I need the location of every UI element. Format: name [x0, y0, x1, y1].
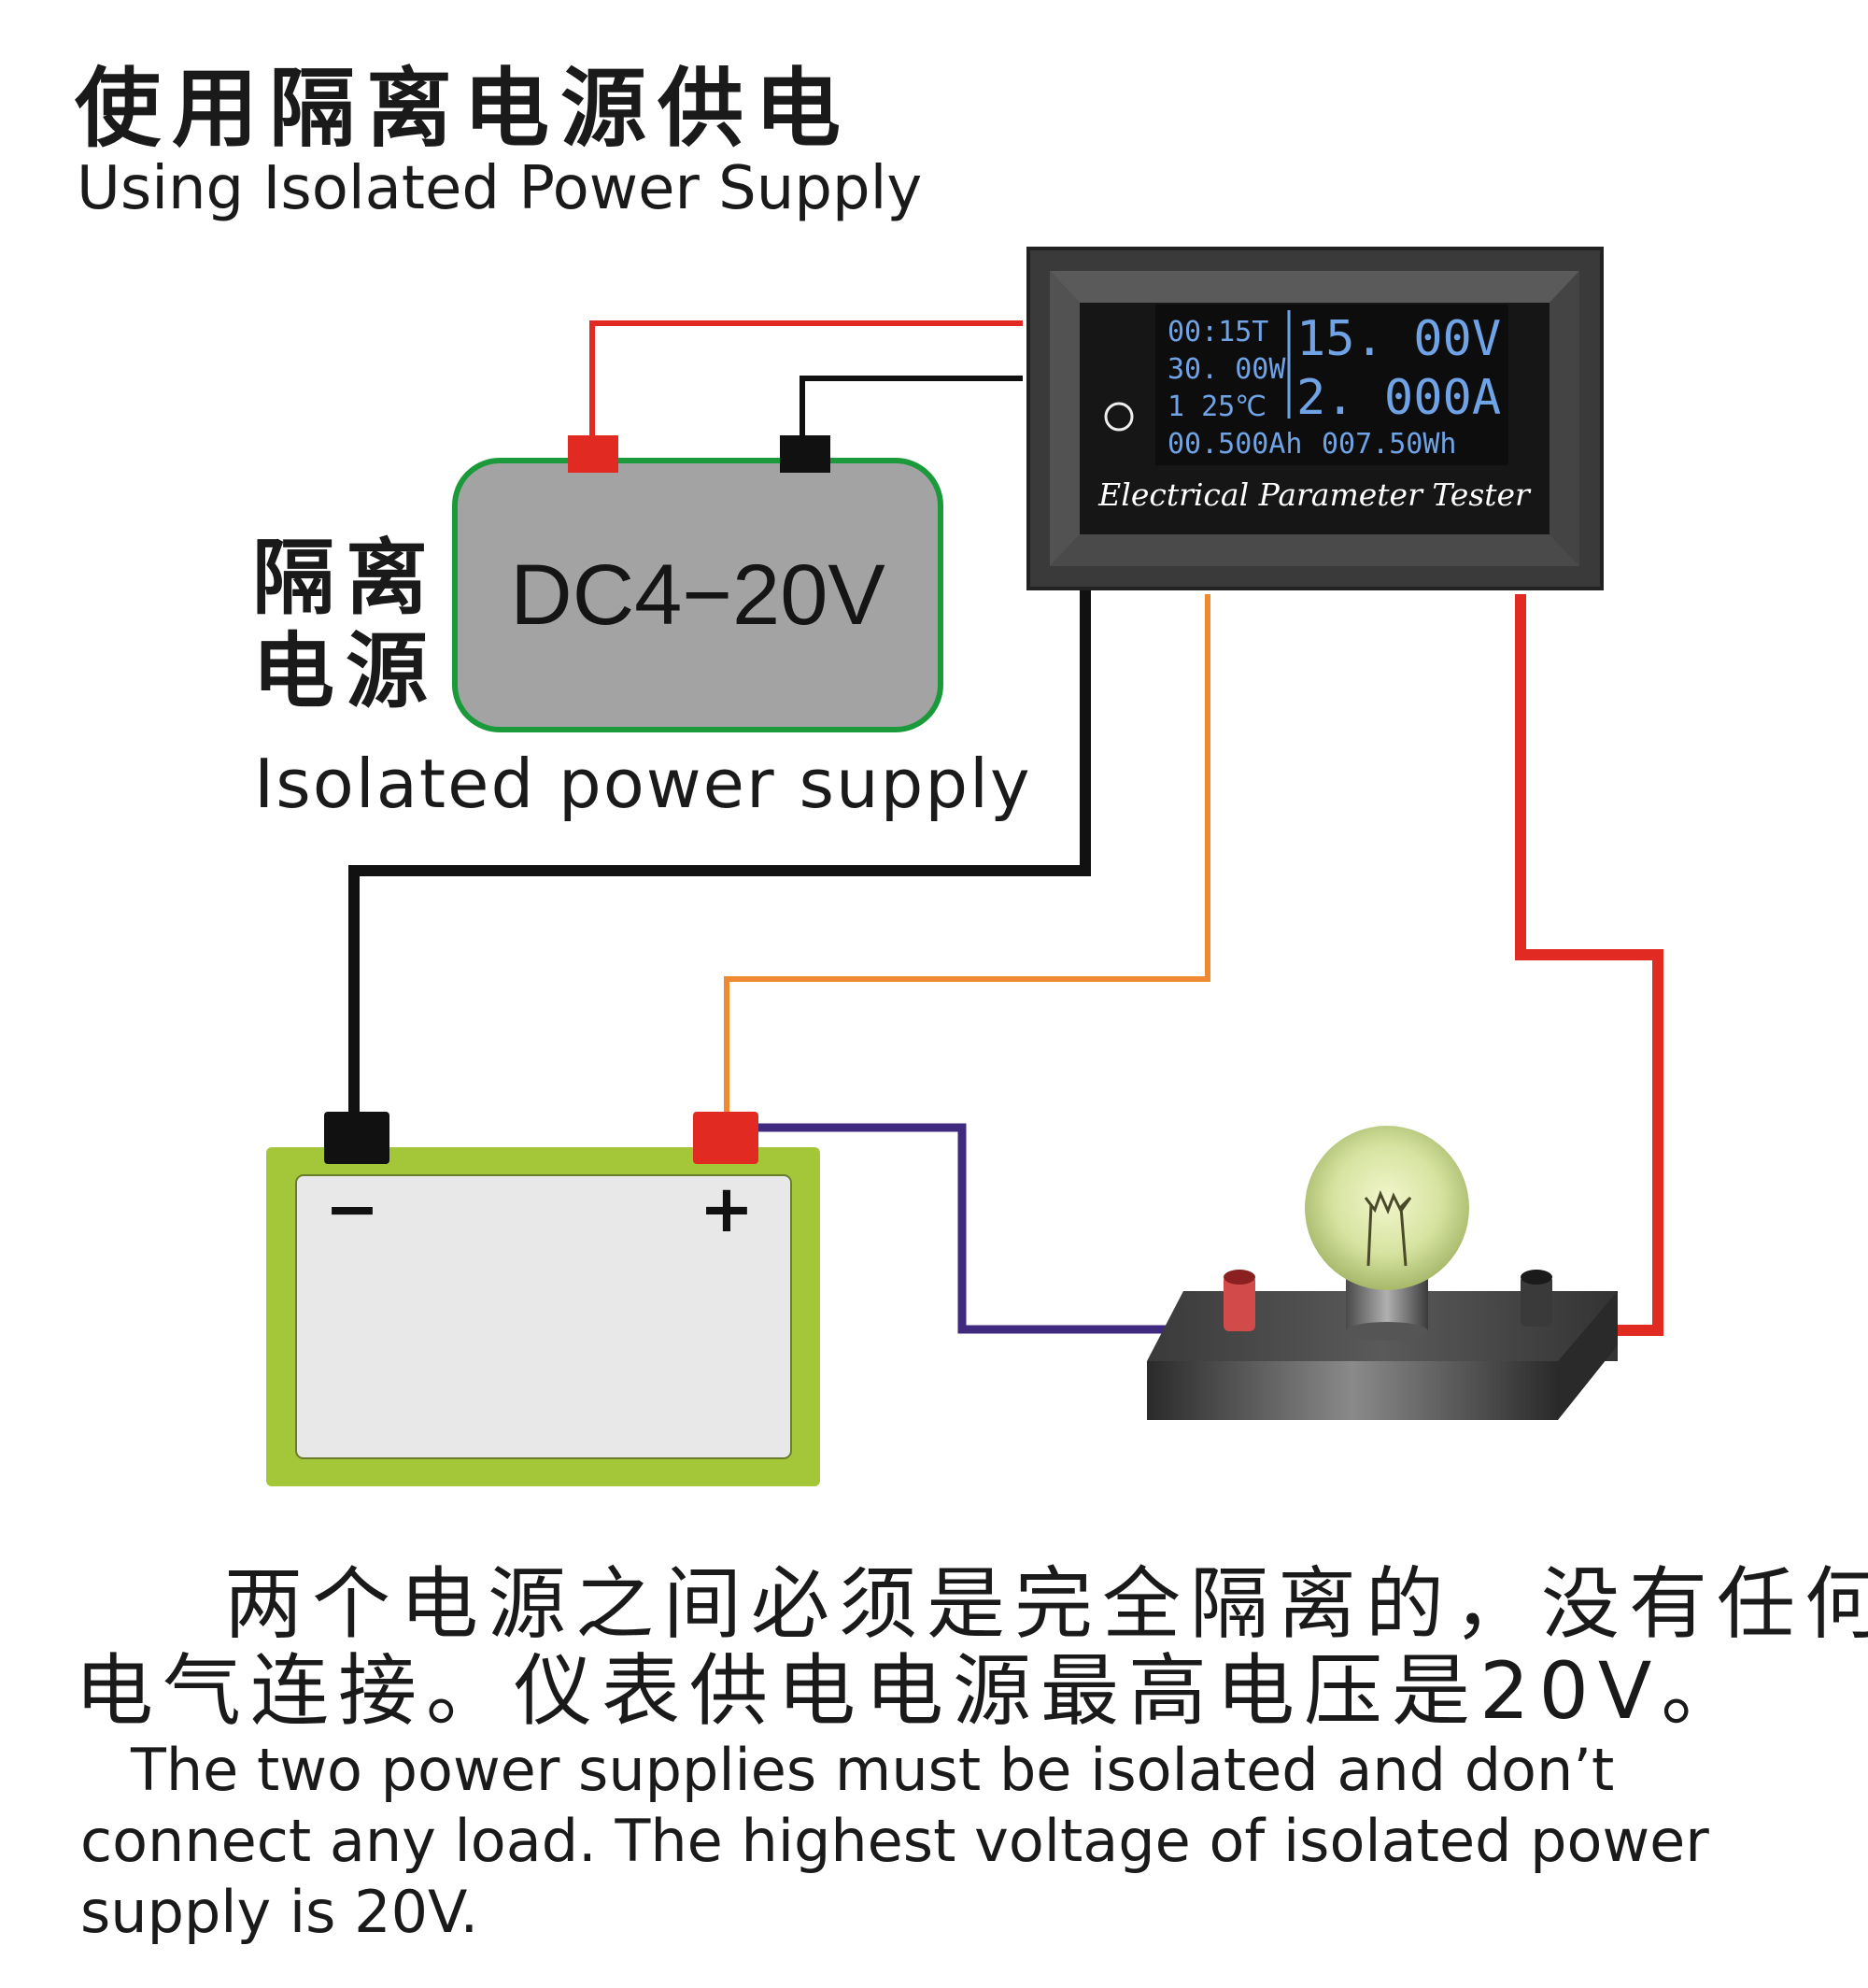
screen-voltage: 15. 00V: [1296, 311, 1501, 367]
lamp-load: [1147, 1126, 1618, 1420]
meter-bevel-right: [1550, 271, 1579, 566]
note-en-line-2: connect any load. The highest voltage of…: [80, 1807, 1709, 1875]
isolated-supply-label-cn-2: 电源: [252, 623, 440, 719]
lamp-terminal-black: [1521, 1275, 1552, 1327]
wire-orange: [724, 594, 1210, 1121]
screen-current: 2. 000A: [1296, 370, 1501, 426]
supply-voltage-label: DC4−20V: [510, 547, 884, 643]
note-cn-line-1: 两个电源之间必须是完全隔离的，没有任何: [224, 1558, 1868, 1650]
battery: − +: [266, 1112, 820, 1486]
meter-bevel-left: [1050, 271, 1080, 566]
lamp-base-side: [1558, 1291, 1618, 1420]
battery-positive-terminal: [693, 1112, 758, 1164]
supply-positive-terminal: [568, 435, 618, 473]
lamp-socket-bottom: [1346, 1322, 1428, 1341]
meter-screen: [1155, 305, 1508, 465]
isolated-supply-label-en: Isolated power supply: [254, 745, 1032, 823]
screen-energy: 007.50Wh: [1322, 428, 1457, 461]
battery-negative-terminal: [324, 1112, 389, 1164]
screen-group-temp: 1 25℃: [1168, 390, 1267, 423]
wire-red-supply: [589, 320, 1023, 439]
wires: [348, 320, 1663, 1336]
note-cn-line-2: 电气连接。仪表供电电源最高电压是20V。: [75, 1645, 1749, 1737]
isolated-supply: DC4−20V: [452, 435, 943, 732]
note-en-line-3: supply is 20V.: [80, 1878, 479, 1946]
screen-capacity: 00.500Ah: [1168, 428, 1303, 461]
note-en-line-1: The two power supplies must be isolated …: [131, 1736, 1615, 1804]
battery-minus-label: −: [325, 1171, 380, 1247]
lamp-terminal-black-cap: [1521, 1270, 1552, 1285]
meter-caption: Electrical Parameter Tester: [1097, 476, 1532, 513]
title-chinese: 使用隔离电源供电: [75, 59, 853, 159]
wire-red-load: [1515, 594, 1663, 1336]
meter: 00:15T 30. 00W 1 25℃ 15. 00V 2. 000A 00.…: [1026, 247, 1604, 590]
wire-black-battery: [348, 589, 1091, 1121]
screen-time: 00:15T: [1168, 316, 1268, 348]
battery-face: [295, 1174, 792, 1459]
title-english: Using Isolated Power Supply: [77, 154, 923, 223]
supply-negative-terminal: [780, 435, 830, 473]
meter-bevel-top: [1050, 271, 1579, 303]
meter-bevel-bottom: [1050, 534, 1579, 566]
battery-plus-label: +: [700, 1171, 755, 1247]
wire-black-supply: [800, 376, 1023, 439]
lamp-terminal-red: [1224, 1275, 1255, 1331]
supply-box: [452, 458, 943, 732]
meter-button[interactable]: [1104, 402, 1134, 432]
wire-purple: [758, 1123, 1225, 1334]
screen-power: 30. 00W: [1168, 353, 1286, 386]
lamp-terminal-red-cap: [1224, 1270, 1255, 1285]
isolated-supply-label-cn-1: 隔离: [252, 530, 440, 626]
lamp-base-front: [1147, 1361, 1558, 1420]
lamp-filament: [1364, 1189, 1412, 1267]
